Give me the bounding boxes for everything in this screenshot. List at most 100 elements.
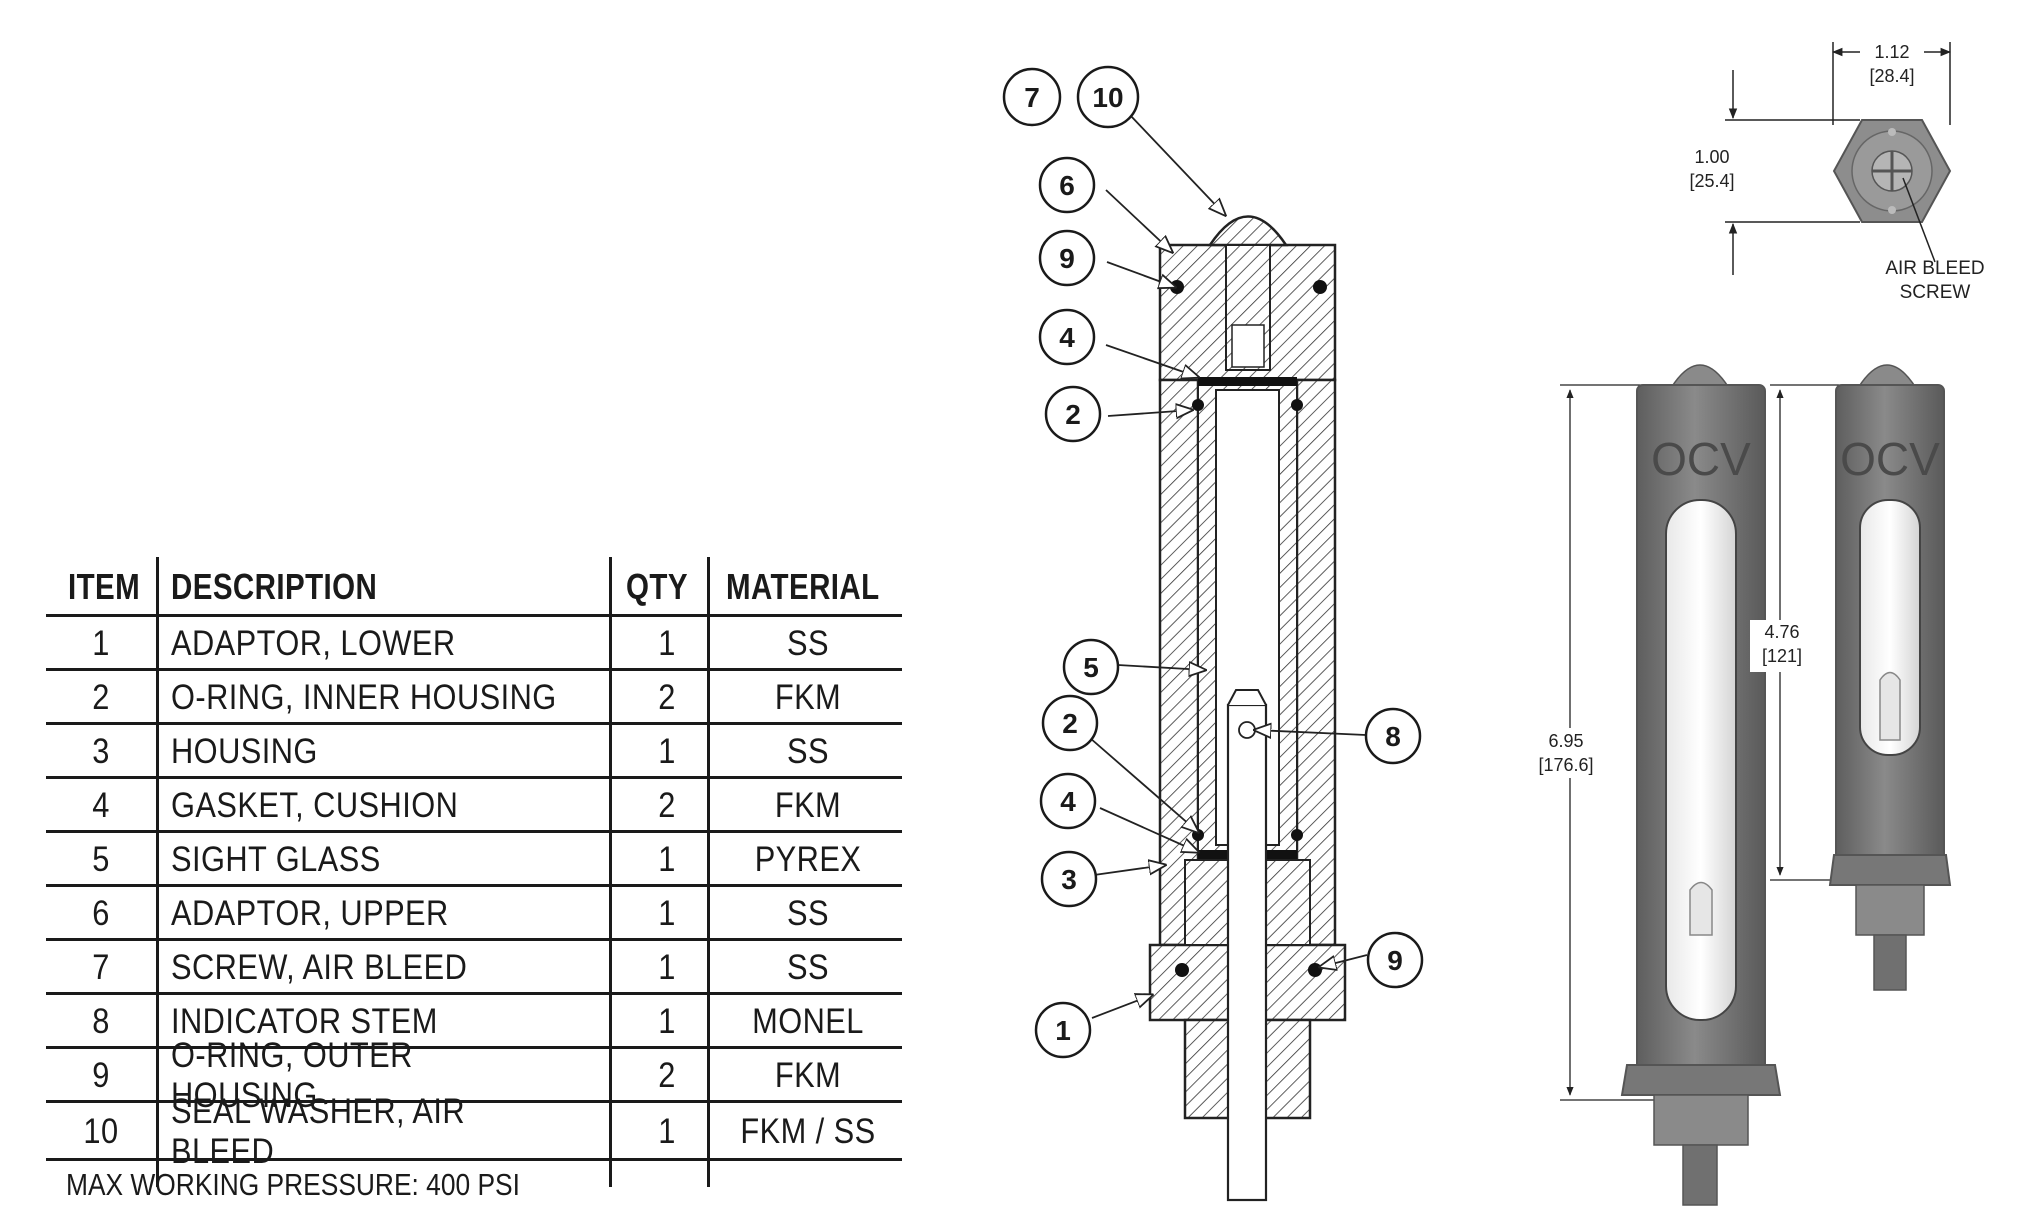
cell-qty: 1 — [658, 1002, 676, 1041]
svg-text:7: 7 — [1024, 82, 1040, 113]
elevation-small: 4.76 [121] OCV — [1750, 364, 1952, 991]
table-divider-description — [609, 557, 612, 1187]
dim-top-height-mm: [25.4] — [1689, 171, 1734, 191]
cell-qty: 1 — [658, 894, 676, 933]
row-rule — [46, 884, 902, 887]
table-row: 8 INDICATOR STEM 1 MONEL — [46, 995, 902, 1049]
header-material: MATERIAL — [726, 566, 880, 607]
callout-4-low: 4 — [1039, 772, 1097, 830]
dim-overall-height-mm: [176.6] — [1538, 755, 1593, 775]
o-ring-inner-low-right — [1291, 829, 1303, 841]
dim-glass-height-mm: [121] — [1762, 646, 1802, 666]
cell-qty: 1 — [658, 1112, 676, 1151]
air-bleed-label-line2: SCREW — [1900, 282, 1971, 303]
air-bleed-screw — [1207, 215, 1289, 247]
row-rule — [46, 776, 902, 779]
callout-1: 1 — [1034, 1001, 1092, 1059]
table-header-row: ITEM DESCRIPTION QTY MATERIAL — [46, 557, 902, 617]
cell-item: 8 — [92, 1002, 110, 1041]
cell-description: SIGHT GLASS — [171, 840, 381, 879]
cell-material: FKM — [774, 786, 842, 825]
cell-description: SCREW, AIR BLEED — [171, 948, 468, 987]
top-view: 1.12 [28.4] 1.00 [25.4] AIR BLEED SCREW — [1689, 42, 1985, 303]
row-rule — [46, 1100, 902, 1103]
cell-material: FKM / SS — [740, 1112, 876, 1151]
hex-nut-small — [1828, 854, 1952, 886]
cross-section-view — [1148, 215, 1347, 1202]
callout-9-low: 9 — [1366, 931, 1424, 989]
callout-8: 8 — [1364, 707, 1422, 765]
upper-gasket — [1198, 377, 1297, 386]
indicator-rod-small — [1873, 934, 1907, 991]
cell-material: SS — [787, 894, 829, 933]
table-row: 1 ADAPTOR, LOWER 1 SS — [46, 617, 902, 671]
cell-description: GASKET, CUSHION — [171, 786, 459, 825]
row-rule — [46, 938, 902, 941]
table-row: 2 O-RING, INNER HOUSING 2 FKM — [46, 671, 902, 725]
o-ring-upper-left — [1170, 280, 1184, 294]
o-ring-inner-low-left — [1192, 829, 1204, 841]
callout-6: 6 — [1038, 156, 1096, 214]
svg-text:9: 9 — [1059, 243, 1075, 274]
cell-qty: 1 — [658, 840, 676, 879]
cell-item: 4 — [92, 786, 110, 825]
air-bleed-dome-large — [1671, 364, 1729, 386]
cell-description: INDICATOR STEM — [171, 1002, 438, 1041]
row-rule — [46, 614, 902, 617]
header-qty: QTY — [626, 566, 688, 607]
o-ring-upper-right — [1313, 280, 1327, 294]
svg-text:6: 6 — [1059, 170, 1075, 201]
row-rule — [46, 722, 902, 725]
row-rule — [46, 1158, 902, 1161]
cell-qty: 1 — [658, 948, 676, 987]
row-rule — [46, 1046, 902, 1049]
header-description: DESCRIPTION — [171, 566, 378, 607]
cell-item: 7 — [92, 948, 110, 987]
o-ring-inner-right — [1291, 399, 1303, 411]
table-row: 6 ADAPTOR, UPPER 1 SS — [46, 887, 902, 941]
svg-text:9: 9 — [1387, 945, 1403, 976]
indicator-float-small — [1879, 671, 1901, 741]
o-ring-outer-left — [1175, 963, 1189, 977]
cell-material: SS — [787, 624, 829, 663]
max-pressure-note: MAX WORKING PRESSURE: 400 PSI — [66, 1167, 520, 1202]
brand-logo-small: OCV — [1840, 433, 1940, 485]
cell-item: 9 — [92, 1056, 110, 1095]
cell-description: ADAPTOR, LOWER — [171, 624, 456, 663]
table-row: 5 SIGHT GLASS 1 PYREX — [46, 833, 902, 887]
hex-nut-large — [1620, 1064, 1782, 1096]
cell-material: FKM — [774, 678, 842, 717]
callout-2-top: 2 — [1044, 385, 1102, 443]
parts-table: ITEM DESCRIPTION QTY MATERIAL 1 ADAPTOR,… — [46, 557, 902, 1187]
svg-text:4: 4 — [1060, 786, 1076, 817]
leader-lines — [1089, 114, 1368, 1019]
dim-top-height: 1.00 — [1694, 147, 1729, 167]
callout-3: 3 — [1040, 850, 1098, 908]
indicator-float-large — [1689, 881, 1713, 936]
svg-text:5: 5 — [1083, 652, 1099, 683]
callout-2-low: 2 — [1041, 694, 1099, 752]
air-bleed-dome-small — [1858, 364, 1916, 386]
table-row: 4 GASKET, CUSHION 2 FKM — [46, 779, 902, 833]
cell-description: O-RING, INNER HOUSING — [171, 678, 557, 717]
cell-item: 1 — [92, 624, 110, 663]
cell-material: SS — [787, 732, 829, 771]
cell-qty: 1 — [658, 624, 676, 663]
sight-window-large — [1665, 499, 1737, 1021]
svg-text:10: 10 — [1092, 82, 1123, 113]
callout-bubbles: 7 10 6 9 4 2 5 2 8 4 3 9 1 — [1002, 65, 1424, 1059]
svg-text:3: 3 — [1061, 864, 1077, 895]
cell-material: PYREX — [754, 840, 862, 879]
cell-material: FKM — [774, 1056, 842, 1095]
row-rule — [46, 830, 902, 833]
svg-text:1: 1 — [1055, 1015, 1071, 1046]
row-rule — [46, 668, 902, 671]
air-bleed-label-line1: AIR BLEED — [1885, 258, 1984, 279]
cell-qty: 2 — [658, 678, 676, 717]
callout-5: 5 — [1062, 638, 1120, 696]
indicator-stem — [1226, 703, 1268, 1202]
elevation-large: 6.95 [176.6] OCV — [1530, 364, 1782, 1206]
dim-top-width: 1.12 — [1874, 42, 1909, 62]
screw-bore — [1231, 324, 1265, 368]
